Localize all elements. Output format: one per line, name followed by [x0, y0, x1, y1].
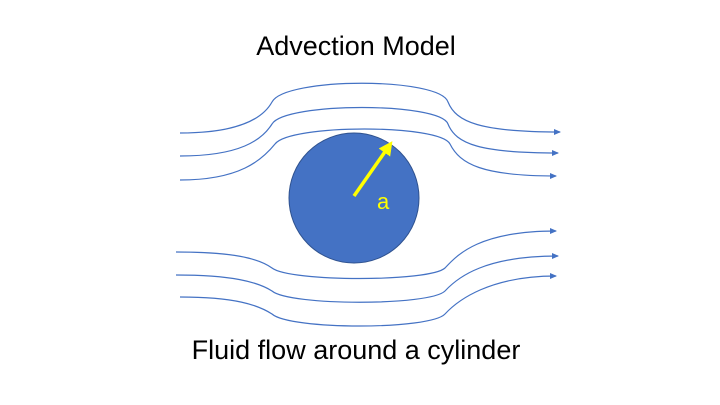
streamline-lower-1: [175, 228, 557, 280]
slide-caption: Fluid flow around a cylinder: [191, 335, 521, 365]
radius-arrow: [352, 141, 393, 198]
streamline-lower-3: [179, 273, 557, 327]
streamline-upper-3: [179, 128, 557, 181]
cylinder: [288, 132, 420, 264]
radius-label: a: [377, 189, 390, 214]
streamline-lower-2: [175, 253, 559, 303]
streamline-upper-1: [179, 82, 561, 135]
streamline-upper-2: [179, 106, 559, 157]
slide-title: Advection Model: [256, 31, 456, 61]
